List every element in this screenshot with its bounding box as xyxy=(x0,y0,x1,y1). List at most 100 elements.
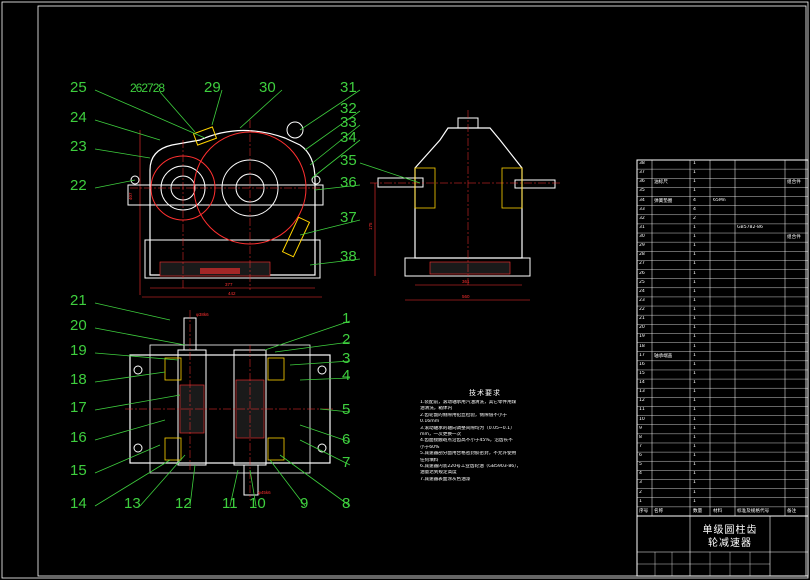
bom-cell-qty: 2 xyxy=(693,215,696,221)
split-flange xyxy=(127,184,324,206)
tech-note-line: 3.滚动轴承的轴向调整间隙均为（0.05~0.1） xyxy=(420,425,515,431)
leader-line xyxy=(94,459,171,507)
bom-cell-no: 25 xyxy=(639,279,645,285)
leader-line xyxy=(299,439,351,466)
tech-notes-title: 技术要求 xyxy=(469,389,501,397)
bom-cell-no: 10 xyxy=(639,416,645,422)
plan-bearing-4 xyxy=(267,437,285,461)
leader-line xyxy=(299,377,351,381)
bom-cell-no: 8 xyxy=(639,434,642,440)
bolt-left xyxy=(130,175,140,185)
balloon-25: 25 xyxy=(70,79,87,96)
bom-cell-no: 23 xyxy=(639,297,645,303)
dim-front-width-1: 377 xyxy=(225,282,233,287)
tech-note-line: 7.减速器表面涂灰色油漆 xyxy=(420,476,471,482)
dim-side-height: 175 xyxy=(368,222,373,230)
balloon-2: 2 xyxy=(342,331,351,348)
bom-cell-qty: 1 xyxy=(693,224,696,230)
bom-cell-no: 9 xyxy=(639,425,642,431)
bom-cell-no: 29 xyxy=(639,243,645,249)
balloon-19: 19 xyxy=(70,342,87,359)
dim-front-height: 407 xyxy=(128,192,133,200)
bom-cell-no: 6 xyxy=(639,453,642,459)
bom-cell-remark: 组合件 xyxy=(787,180,801,186)
leader-line xyxy=(249,469,257,507)
bom-cell-no: 21 xyxy=(639,316,645,322)
bom-cell-qty: 1 xyxy=(693,188,696,194)
bom-cell-qty: 1 xyxy=(693,407,696,413)
bom-cell-qty: 1 xyxy=(693,279,696,285)
balloon-7: 7 xyxy=(342,454,351,471)
tech-note-line: 1.装配前，滚动轴承用汽油清洗，其它零件用煤 xyxy=(420,400,517,405)
leader-line xyxy=(264,320,351,351)
bom-cell-no: 19 xyxy=(639,334,645,340)
housing-outline xyxy=(149,129,316,276)
bom-cell-name: 油标尺 xyxy=(654,180,668,186)
tech-note-line: 任何填料 xyxy=(420,457,439,463)
front-view xyxy=(127,120,324,298)
bom-cell-qty: 1 xyxy=(693,480,696,486)
bom-cell-qty: 1 xyxy=(693,462,696,468)
leader-line xyxy=(94,352,179,361)
leader-line xyxy=(299,219,361,236)
bom-cell-qty: 1 xyxy=(693,471,696,477)
leader-line xyxy=(94,302,171,321)
plan-bolt-tl xyxy=(133,365,143,375)
bom-cell-no: 17 xyxy=(639,352,645,358)
bom-cell-qty: 1 xyxy=(693,361,696,367)
leader-line xyxy=(359,162,421,184)
balloon-24: 24 xyxy=(70,109,87,126)
bom-cell-no: 20 xyxy=(639,325,645,331)
balloon-36: 36 xyxy=(340,174,357,191)
leader-line xyxy=(304,110,361,151)
bom-cell-qty: 1 xyxy=(693,343,696,349)
balloon-34: 34 xyxy=(340,129,357,146)
bom-cell-qty: 1 xyxy=(693,443,696,449)
inspection-cover xyxy=(192,126,218,146)
bom-header-row: 序号名称数量材料标准及规格代号备注 xyxy=(637,507,808,516)
tech-note-line: 4.齿面接触斑点沿齿高不小于45%，沿齿长不 xyxy=(420,438,513,444)
leader-line xyxy=(229,469,239,507)
balloon-5: 5 xyxy=(342,401,351,418)
tech-note-line: 0.16mm xyxy=(420,419,440,425)
leader-line xyxy=(319,408,351,413)
balloon-9: 9 xyxy=(300,495,309,512)
side-input-shaft xyxy=(377,177,424,188)
dim-front-width-2: 442 xyxy=(228,291,236,296)
balloon-15: 15 xyxy=(70,462,87,479)
bom-cell-no: 4 xyxy=(639,471,642,477)
plan-bearing-2 xyxy=(164,437,182,461)
bom-cell-no: 30 xyxy=(639,234,645,240)
bom-row: 10 1 xyxy=(637,416,808,425)
balloon-23: 23 xyxy=(70,138,87,155)
bom-cell-qty: 1 xyxy=(693,416,696,422)
bom-cell-no: 13 xyxy=(639,389,645,395)
leader-line xyxy=(94,444,161,474)
balloon-37: 37 xyxy=(340,209,357,226)
bom-cell-qty: 1 xyxy=(693,489,696,495)
side-base-hatch xyxy=(429,261,511,275)
leader-line xyxy=(94,148,151,159)
dim-side-width: 361 xyxy=(462,279,470,284)
bom-cell-qty: 1 xyxy=(693,434,696,440)
balloon-12: 12 xyxy=(175,495,192,512)
bom-cell-no: 18 xyxy=(639,343,645,349)
